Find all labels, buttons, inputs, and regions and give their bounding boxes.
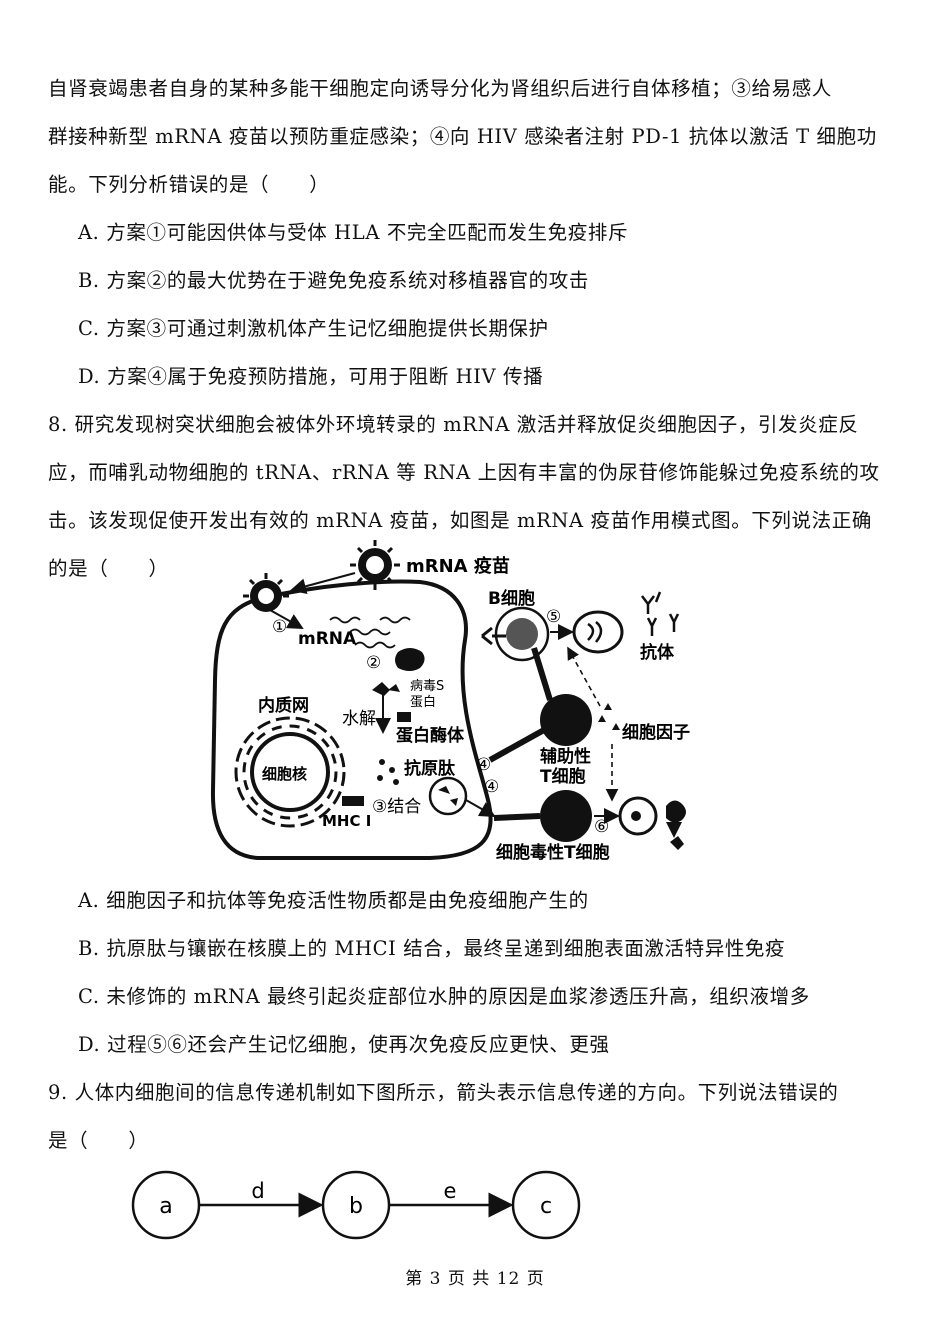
antibody-label: 抗体 bbox=[640, 642, 675, 663]
step-4-label-b: ④ bbox=[484, 777, 499, 797]
step-4-label-a: ④ bbox=[476, 755, 491, 775]
q7-option-c: C. 方案③可通过刺激机体产生记忆细胞提供长期保护 bbox=[78, 317, 549, 340]
cytokine-icon bbox=[598, 703, 620, 730]
step-2-label: ② bbox=[366, 653, 381, 673]
helper-tcell-icon bbox=[540, 694, 592, 746]
nucleus-label: 细胞核 bbox=[262, 765, 307, 783]
spike-label-2: 蛋白 bbox=[410, 694, 436, 710]
lysed-cell-icon bbox=[666, 800, 686, 850]
arrow-d-label: d bbox=[251, 1179, 264, 1203]
q7-option-b: B. 方案②的最大优势在于避免免疫系统对移植器官的攻击 bbox=[78, 269, 589, 292]
cytotoxic-tcell-icon bbox=[540, 790, 592, 842]
proteasome-label: 蛋白酶体 bbox=[396, 725, 465, 746]
q7-stem-line-3: 能。下列分析错误的是（ ） bbox=[48, 173, 330, 196]
peptide-label: 抗原肽 bbox=[404, 758, 456, 779]
q7-option-d: D. 方案④属于免疫预防措施，可用于阻断 HIV 传播 bbox=[78, 365, 544, 388]
vaccine-label: mRNA 疫苗 bbox=[406, 555, 510, 577]
q8-stem-line-1: 8. 研究发现树突状细胞会被体外环境转录的 mRNA 激活并释放促炎细胞因子，引… bbox=[48, 413, 859, 436]
nucleus-icon bbox=[250, 732, 330, 812]
helper-label-2: T细胞 bbox=[540, 766, 586, 787]
step-5-label: ⑤ bbox=[546, 607, 561, 627]
mhc-label: MHC I bbox=[322, 812, 371, 830]
step-3-label: ③结合 bbox=[372, 797, 421, 817]
hydrolysis-label: 水解 bbox=[342, 709, 376, 729]
vaccine-particle-icon bbox=[350, 540, 400, 590]
q7-option-a: A. 方案①可能因供体与受体 HLA 不完全匹配而发生免疫排斥 bbox=[78, 221, 629, 244]
q8-option-b: B. 抗原肽与镶嵌在核膜上的 MHCI 结合，最终呈递到细胞表面激活特异性免疫 bbox=[78, 937, 786, 960]
proteasome-icon bbox=[397, 712, 411, 722]
helper-label-1: 辅助性 bbox=[540, 746, 591, 767]
host-cell-membrane bbox=[210, 579, 493, 860]
q7-stem-line-1: 自肾衰竭患者自身的某种多能干细胞定向诱导分化为肾组织后进行自体移植；③给易感人 bbox=[48, 77, 832, 100]
q8-option-c: C. 未修饰的 mRNA 最终引起炎症部位水肿的原因是血浆渗透压升高，组织液增多 bbox=[78, 985, 810, 1008]
er-label: 内质网 bbox=[258, 695, 309, 716]
cytokine-label: 细胞因子 bbox=[622, 722, 690, 743]
antibody-icon bbox=[641, 591, 680, 636]
node-c-label: c bbox=[540, 1194, 552, 1219]
vesicle-icon bbox=[428, 776, 468, 816]
bcell-receptor-icon bbox=[481, 626, 506, 646]
q8-stem-line-4: 的是（ ） bbox=[48, 557, 169, 580]
q9-stem-line-2: 是（ ） bbox=[48, 1129, 149, 1152]
bcell-label: B细胞 bbox=[488, 588, 535, 609]
ribosome-icon bbox=[395, 648, 425, 671]
antigen-peptide-icon bbox=[377, 759, 399, 785]
node-b-label: b bbox=[349, 1194, 363, 1219]
q8-stem-line-3: 击。该发现促使开发出有效的 mRNA 疫苗，如图是 mRNA 疫苗作用模式图。下… bbox=[48, 509, 872, 532]
step-1-label: ① bbox=[272, 617, 287, 637]
spike-label-1: 病毒S bbox=[410, 679, 444, 694]
arrow-e-label: e bbox=[444, 1179, 457, 1203]
q8-option-d: D. 过程⑤⑥还会产生记忆细胞，使再次免疫反应更快、更强 bbox=[78, 1033, 610, 1056]
plasma-cell-icon bbox=[572, 610, 624, 654]
mrna-label: mRNA bbox=[298, 629, 357, 649]
node-a-label: a bbox=[159, 1194, 172, 1219]
q9-stem-line-1: 9. 人体内细胞间的信息传递机制如下图所示，箭头表示信息传递的方向。下列说法错误… bbox=[48, 1081, 839, 1104]
mhc-icon bbox=[342, 796, 364, 806]
q7-stem-line-2: 群接种新型 mRNA 疫苗以预防重症感染；④向 HIV 感染者注射 PD-1 抗… bbox=[48, 125, 877, 148]
q8-stem-line-2: 应，而哺乳动物细胞的 tRNA、rRNA 等 RNA 上因有丰富的伪尿苷修饰能躲… bbox=[48, 461, 880, 484]
step-6-label: ⑥ bbox=[594, 817, 609, 837]
page-footer: 第 3 页 共 12 页 bbox=[405, 1269, 545, 1289]
spike-protein-icon bbox=[372, 682, 400, 696]
endoplasmic-reticulum-icon bbox=[234, 716, 346, 828]
signal-diagram: a b c d e bbox=[131, 1170, 581, 1240]
ctl-label: 细胞毒性T细胞 bbox=[496, 842, 610, 863]
q8-option-a: A. 细胞因子和抗体等免疫活性物质都是由免疫细胞产生的 bbox=[78, 889, 589, 912]
vaccine-entering-icon bbox=[243, 573, 289, 612]
mrna-strands bbox=[329, 616, 411, 649]
